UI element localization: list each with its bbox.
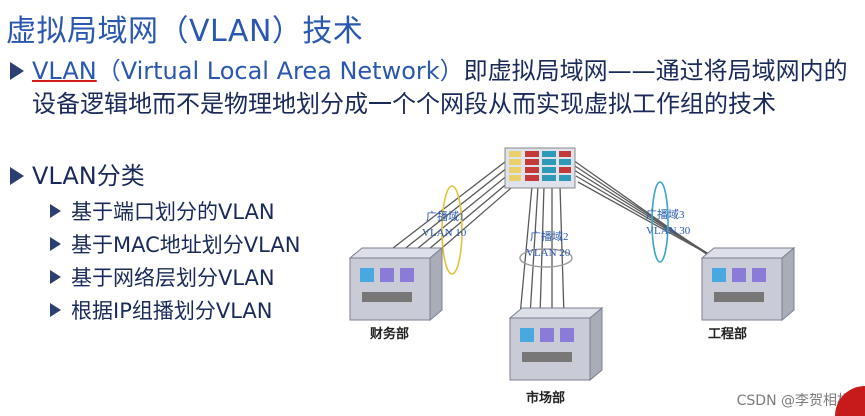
market-building-icon <box>508 306 604 382</box>
classification-heading: VLAN分类 <box>10 160 145 192</box>
classification-item: 基于网络层划分VLAN <box>50 264 275 292</box>
vlan10-domain-label: 广播域1 <box>426 209 465 223</box>
definition-bullet: VLAN（Virtual Local Area Network）即虚拟局域网——… <box>10 55 860 121</box>
vlan30-id-label: VLAN 30 <box>646 225 691 237</box>
switch-icon <box>504 147 576 189</box>
term-english: （Virtual Local Area Network） <box>96 57 464 85</box>
engineering-dept-label: 工程部 <box>708 326 747 341</box>
classification-item: 根据IP组播划分VLAN <box>50 297 272 325</box>
classification-item-text: 根据IP组播划分VLAN <box>71 299 273 323</box>
classification-item-text: 基于端口划分的VLAN <box>71 200 275 224</box>
definition-body: 即虚拟局域网——通过将局域网内的设备逻辑地而不是物理地划分成一个个网段从而实现虚… <box>32 57 848 118</box>
vlan-network-diagram: 广播域1 VLAN 10 广播域2 VLAN 20 广播域3 VLAN 30 财… <box>348 147 796 405</box>
vlan20-ring <box>519 248 573 268</box>
term-vlan: VLAN <box>32 57 97 85</box>
bullet-arrow-icon <box>10 167 24 185</box>
vlan10-id-label: VLAN 10 <box>422 227 467 239</box>
sub-bullet-arrow-icon <box>50 303 61 317</box>
vlan30-ring <box>651 181 669 263</box>
classification-title: VLAN分类 <box>32 162 145 190</box>
finance-building-icon <box>348 246 444 322</box>
classification-item: 基于端口划分的VLAN <box>50 198 275 226</box>
classification-item-text: 基于网络层划分VLAN <box>71 266 275 290</box>
sub-bullet-arrow-icon <box>50 270 61 284</box>
vlan20-id-label: VLAN 20 <box>526 247 571 259</box>
vlan10-ring <box>441 185 463 275</box>
vlan30-domain-label: 广播域3 <box>646 207 685 221</box>
finance-dept-label: 财务部 <box>370 326 409 341</box>
slide-title: 虚拟局域网（VLAN）技术 <box>6 14 364 49</box>
sub-bullet-arrow-icon <box>50 204 61 218</box>
engineering-building-icon <box>700 246 796 322</box>
market-dept-label: 市场部 <box>526 390 565 405</box>
sub-bullet-arrow-icon <box>50 237 61 251</box>
vlan20-domain-label: 广播域2 <box>530 229 569 243</box>
classification-item-text: 基于MAC地址划分VLAN <box>71 233 301 257</box>
bullet-arrow-icon <box>10 62 24 80</box>
classification-item: 基于MAC地址划分VLAN <box>50 231 300 259</box>
csdn-watermark: CSDN @李贺相相 <box>736 393 851 409</box>
definition-text: VLAN（Virtual Local Area Network）即虚拟局域网——… <box>32 55 860 121</box>
cables <box>379 157 745 317</box>
